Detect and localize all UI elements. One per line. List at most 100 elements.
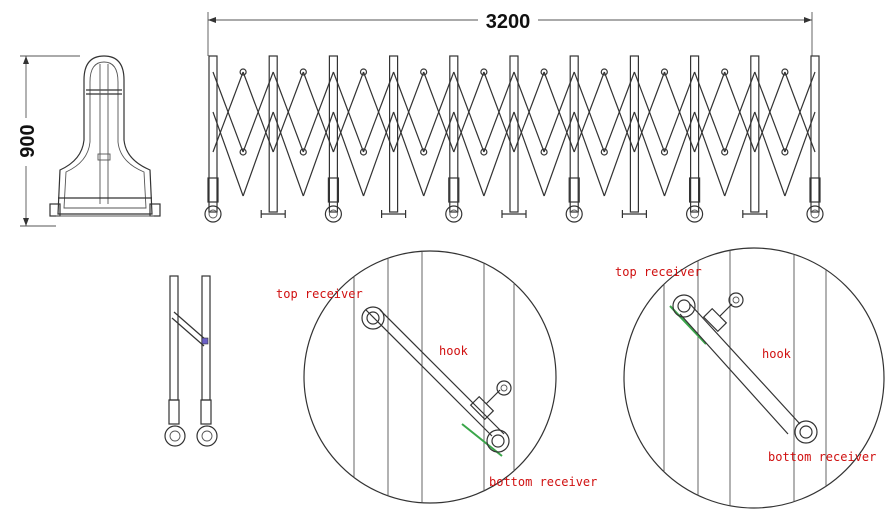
height-dimension: 900: [14, 55, 80, 227]
scissor-link: [272, 111, 304, 197]
wheel-bracket: [448, 177, 460, 203]
scissor-link: [603, 111, 635, 197]
pivot-pin: [540, 148, 548, 156]
pivot-pin: [480, 148, 488, 156]
scissor-link: [483, 111, 515, 197]
scissor-link: [633, 111, 666, 197]
caster-wheel: [806, 205, 824, 223]
scissor-link: [784, 71, 816, 153]
gate-post: [750, 55, 760, 213]
scissor-link: [513, 71, 545, 153]
scissor-link: [362, 111, 395, 197]
gate-post: [208, 55, 218, 213]
top-receiver-label-left: top receiver: [276, 287, 363, 301]
pivot-pin: [721, 148, 729, 156]
hook-label-left: hook: [439, 344, 469, 358]
pivot-pin: [299, 68, 307, 76]
gate-post: [689, 55, 700, 213]
gate-post: [389, 55, 399, 213]
wheel-bracket: [809, 177, 821, 203]
scissor-link: [754, 111, 786, 197]
scissor-link: [302, 111, 334, 197]
pivot-pin: [420, 148, 428, 156]
scissor-link: [663, 71, 696, 153]
scissor-link: [242, 111, 274, 197]
height-label: 900: [17, 124, 39, 157]
scissor-link: [573, 111, 605, 197]
scissor-link: [212, 71, 244, 153]
pivot-pin: [600, 148, 608, 156]
scissor-link: [423, 111, 455, 197]
scissor-link: [694, 71, 726, 153]
hook-bar-left: [361, 306, 512, 453]
scissor-link: [453, 71, 485, 153]
pivot-pin: [540, 68, 548, 76]
scissor-link: [573, 71, 605, 153]
scissor-link: [543, 71, 575, 153]
caster-hub: [690, 209, 700, 219]
gate-post: [810, 55, 820, 213]
scissor-link: [724, 111, 756, 197]
top-receiver-label-right: top receiver: [615, 265, 702, 279]
scissor-link: [332, 71, 365, 153]
caster-wheel: [445, 205, 463, 223]
pivot-pin: [299, 148, 307, 156]
pivot-pin: [480, 68, 488, 76]
pivot-pin: [721, 68, 729, 76]
caster-hub: [328, 209, 338, 219]
wheel-bracket: [688, 177, 701, 203]
scissor-link: [663, 111, 696, 197]
caster-wheel: [565, 205, 583, 223]
hook-bar-right: [672, 292, 818, 444]
bottom-receiver-label-right: bottom receiver: [768, 450, 876, 464]
caster-hub: [208, 209, 218, 219]
caster-hub: [810, 209, 820, 219]
wheel-bracket: [207, 177, 219, 203]
gate-post: [328, 55, 338, 213]
front-view-scissor-gate: [204, 55, 824, 223]
scissor-link: [483, 71, 515, 153]
scissor-link: [543, 111, 575, 197]
caster-wheel: [685, 205, 704, 223]
hook-label-right: hook: [762, 347, 792, 361]
pivot-pin: [359, 148, 368, 156]
detail-circle-right: top receiver hook bottom receiver: [615, 247, 885, 509]
pivot-pin: [239, 148, 247, 156]
bottom-receiver-label-left: bottom receiver: [489, 475, 597, 489]
pivot-pin: [420, 68, 428, 76]
pivot-pin: [359, 68, 368, 76]
scissor-link: [332, 111, 365, 197]
scissor-link: [302, 71, 334, 153]
gate-post: [449, 55, 459, 213]
scissor-link: [513, 111, 545, 197]
width-label: 3200: [486, 11, 531, 33]
pivot-pin: [600, 68, 608, 76]
scissor-link: [694, 111, 726, 197]
wheel-bracket: [327, 177, 339, 203]
scissor-link: [784, 111, 816, 197]
wheel-bracket: [568, 177, 580, 203]
scissor-link: [212, 111, 244, 197]
gate-post: [509, 55, 519, 213]
caster-hub: [449, 209, 459, 219]
pivot-pin: [781, 148, 789, 156]
scissor-link: [393, 111, 425, 197]
pivot-pin: [660, 68, 669, 76]
scissor-link: [754, 71, 786, 153]
scissor-link: [603, 71, 635, 153]
scissor-link: [272, 71, 304, 153]
scissor-link: [453, 111, 485, 197]
scissor-link: [724, 71, 756, 153]
scissor-link: [633, 71, 666, 153]
pivot-pin: [781, 68, 789, 76]
scissor-link: [242, 71, 274, 153]
width-dimension: 3200: [207, 10, 813, 56]
caster-hub: [569, 209, 579, 219]
detail-circle-left: top receiver hook bottom receiver: [276, 250, 597, 504]
gate-post: [569, 55, 579, 213]
scissor-link: [423, 71, 455, 153]
gate-post: [629, 55, 640, 213]
folded-view: [164, 275, 218, 447]
pivot-pin: [660, 148, 669, 156]
